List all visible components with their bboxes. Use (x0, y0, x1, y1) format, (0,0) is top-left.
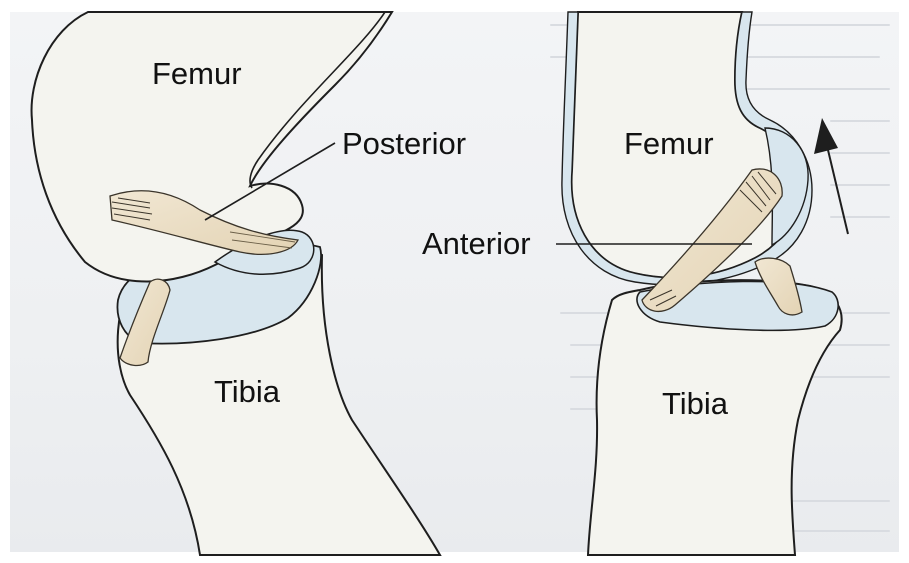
right-anterior-label: Anterior (422, 228, 531, 259)
motion-arrow-head (814, 118, 838, 154)
left-femur-label: Femur (152, 58, 242, 89)
left-knee (32, 12, 440, 555)
right-tibia-label: Tibia (662, 388, 728, 419)
left-posterior-label: Posterior (342, 128, 466, 159)
left-tibia-label: Tibia (214, 376, 280, 407)
right-knee (556, 12, 848, 555)
motion-arrow-shaft (828, 150, 848, 234)
right-femur-label: Femur (624, 128, 714, 159)
